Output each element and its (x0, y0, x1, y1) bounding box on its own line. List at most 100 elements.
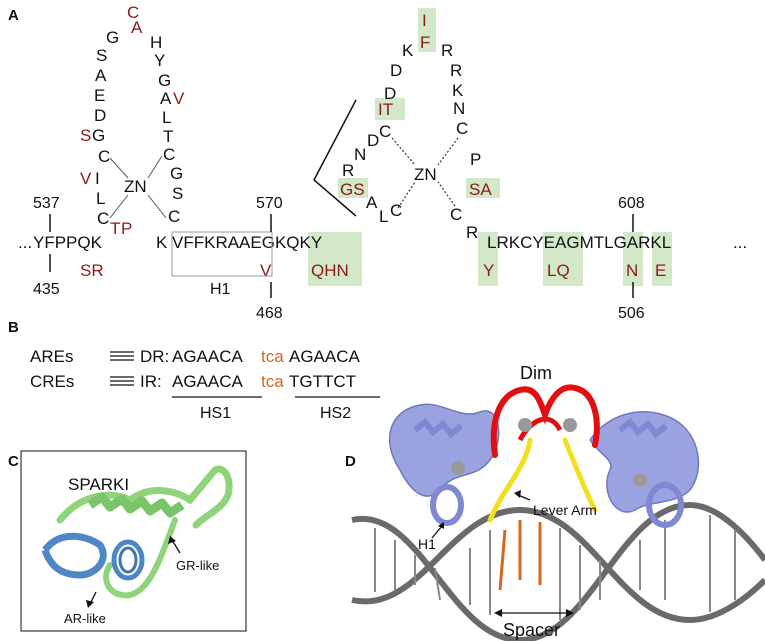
svg-text:VFFKRAAEGKQKY: VFFKRAAEGKQKY (172, 233, 322, 252)
svg-text:T: T (110, 219, 120, 238)
panel-c-frame (20, 450, 247, 632)
ares-label: AREs (30, 347, 73, 366)
svg-text:N: N (453, 99, 465, 118)
svg-text:SA: SA (469, 180, 492, 199)
svg-text:G: G (158, 71, 171, 90)
gr-like-label: GR-like (176, 558, 219, 573)
svg-text:F: F (420, 33, 430, 52)
zinc-atoms (451, 418, 647, 487)
panel-a-label: A (8, 7, 19, 24)
position-506: 506 (618, 305, 645, 322)
ar-like-label: AR-like (64, 611, 106, 626)
zinc-finger-1-loop: C A G H S Y A G E A V D L S G T C C V I … (80, 3, 185, 238)
lever-arm-arrowhead (514, 490, 521, 498)
gr-like-arrow (171, 539, 181, 554)
svg-text:SR: SR (80, 261, 104, 280)
lever-arm (487, 437, 598, 523)
position-537: 537 (33, 195, 60, 212)
svg-text:Y: Y (154, 51, 165, 70)
zinc-finger-2-loop: I F K R D R D K IT N D C C N R GS P SA A… (340, 11, 492, 242)
dr-spacer: tca (261, 347, 284, 366)
svg-text:I: I (95, 169, 100, 188)
svg-text:C: C (163, 145, 175, 164)
svg-text:A: A (160, 89, 172, 108)
zn2-coordination-lines (391, 137, 459, 209)
ir-half-site-1: AGAACA (172, 372, 244, 391)
svg-text:D: D (94, 106, 106, 125)
svg-text:N: N (626, 261, 638, 280)
cres-label: CREs (30, 372, 74, 391)
svg-text:V: V (260, 261, 272, 280)
svg-text:LQ: LQ (547, 261, 570, 280)
position-608: 608 (618, 195, 645, 212)
spacer-arrowhead-left (494, 609, 502, 617)
svg-text:K: K (156, 233, 168, 252)
svg-text:H: H (150, 33, 162, 52)
svg-text:G: G (106, 28, 119, 47)
response-element-sequences: AREs CREs DR: IR: AGAACA tca AGAACA AGAA… (30, 347, 361, 391)
svg-text:Y: Y (483, 261, 494, 280)
sparki-title: SPARKI (68, 475, 129, 494)
dr-half-site-1: AGAACA (172, 347, 244, 366)
panel-d-label: D (345, 453, 356, 470)
hs2-label: HS2 (320, 405, 351, 422)
zn-ion-2: ZN (414, 165, 437, 184)
ir-label: IR: (140, 372, 162, 391)
svg-text:V: V (173, 89, 185, 108)
svg-text:YFPPQK: YFPPQK (33, 233, 103, 252)
dimerization-label: Dim (520, 363, 552, 383)
svg-text:C: C (127, 3, 139, 22)
spacer-arrowhead-right (566, 609, 574, 617)
svg-text:LRKCYEAGMTLGARKL: LRKCYEAGMTLGARKL (487, 233, 671, 252)
svg-text:P: P (121, 219, 132, 238)
svg-text:D: D (367, 131, 379, 150)
dna-helix (351, 501, 765, 641)
svg-text:D: D (384, 84, 396, 103)
hs1-label: HS1 (200, 405, 231, 422)
ar-like-arrowhead (86, 600, 94, 608)
svg-text:QHN: QHN (311, 261, 349, 280)
svg-text:L: L (379, 207, 388, 226)
ellipsis-right: ... (733, 233, 747, 252)
svg-text:A: A (131, 18, 143, 37)
svg-text:P: P (470, 150, 481, 169)
h1-structure-label: H1 (418, 536, 436, 552)
svg-text:C: C (97, 209, 109, 228)
svg-text:E: E (655, 261, 666, 280)
svg-text:G: G (170, 164, 183, 183)
svg-text:R: R (342, 161, 354, 180)
svg-text:S: S (96, 46, 107, 65)
svg-text:L: L (96, 189, 105, 208)
svg-text:C: C (379, 122, 391, 141)
svg-text:T: T (163, 127, 173, 146)
position-435: 435 (33, 281, 60, 298)
zn-ion-1: ZN (124, 177, 147, 196)
svg-text:R: R (441, 41, 453, 60)
sparki-structure (41, 465, 233, 599)
svg-text:I: I (422, 11, 427, 30)
panel-c-label: C (8, 453, 19, 470)
ir-half-site-2: TGTTCT (289, 372, 356, 391)
ellipsis-left: ... (18, 233, 32, 252)
svg-text:A: A (95, 66, 107, 85)
svg-text:K: K (452, 81, 464, 100)
highlight-boxes (308, 8, 672, 286)
svg-text:A: A (366, 193, 378, 212)
zn1-coordination-lines (109, 155, 167, 219)
svg-text:C: C (390, 201, 402, 220)
svg-text:IT: IT (378, 100, 393, 119)
svg-text:R: R (466, 223, 478, 242)
ir-spacer: tca (261, 372, 284, 391)
lever-arm-label: Lever Arm (533, 502, 597, 518)
svg-text:C: C (456, 119, 468, 138)
h1-box-label: H1 (210, 281, 231, 298)
svg-text:R: R (450, 61, 462, 80)
dimerization-region (490, 384, 600, 458)
spacer-label: Spacer (503, 620, 560, 640)
svg-text:D: D (390, 61, 402, 80)
main-sequence: ... YFPPQK SR K VFFKRAAEGKQKY V QHN LRKC… (18, 233, 747, 280)
svg-text:C: C (450, 205, 462, 224)
dbd-monomer-right (589, 411, 700, 528)
position-468: 468 (256, 305, 283, 322)
